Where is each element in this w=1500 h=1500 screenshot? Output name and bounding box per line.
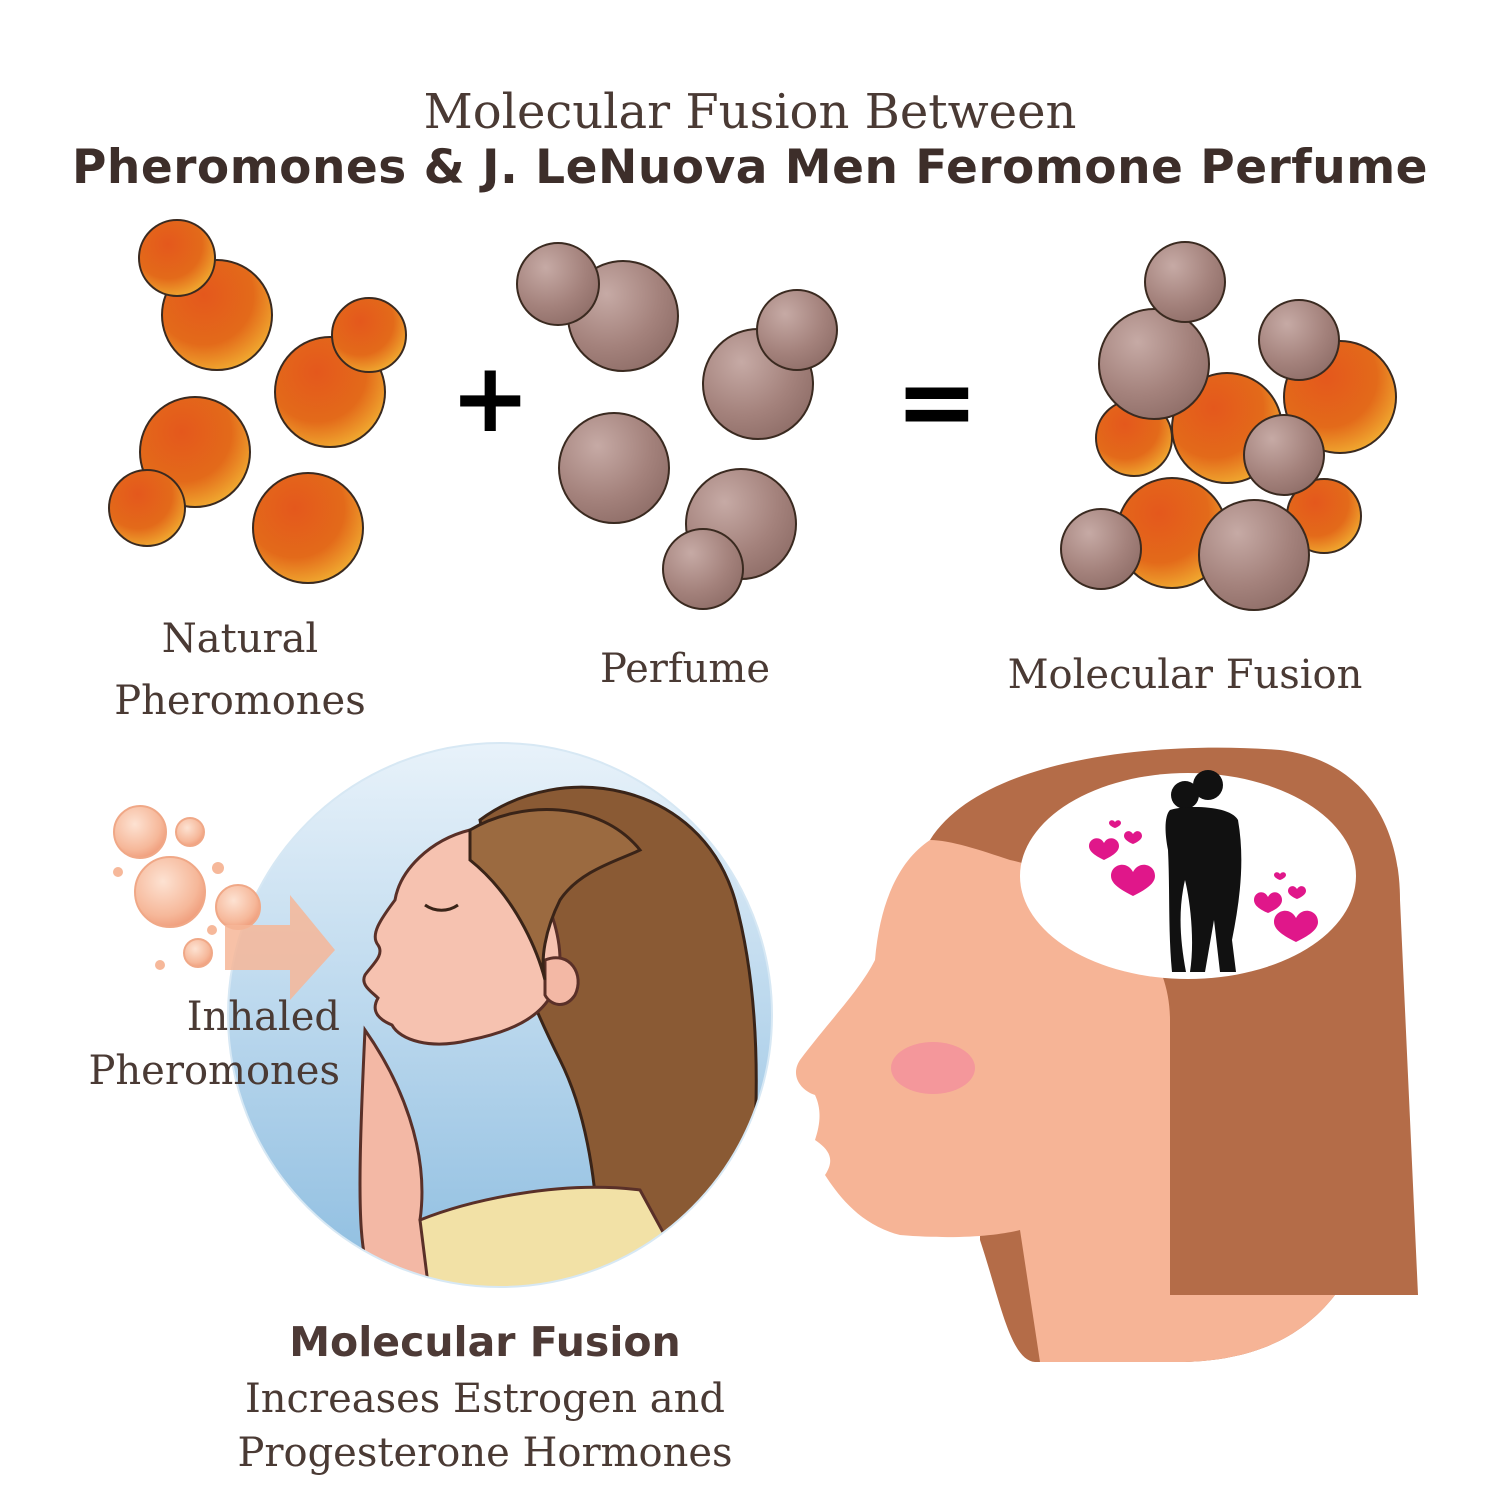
fusion-caption-heading: Molecular Fusion bbox=[289, 1318, 681, 1366]
equals-operator: = bbox=[895, 343, 979, 460]
fusion-caption-line-1: Increases Estrogen and bbox=[244, 1376, 726, 1422]
fused-molecules bbox=[1060, 241, 1397, 611]
title-line-2: Pheromones & J. LeNuova Men Feromone Per… bbox=[71, 140, 1429, 195]
natural-pheromones-label: Natural Pheromones bbox=[60, 606, 420, 734]
perfume-molecules bbox=[516, 242, 838, 610]
natural-label-line-2: Pheromones bbox=[114, 678, 366, 724]
inhaled-label-line-2: Pheromones bbox=[88, 1048, 340, 1094]
natural-label-line-1: Natural bbox=[161, 616, 319, 662]
inhaled-label-line-1: Inhaled bbox=[186, 994, 340, 1040]
title-line-1: Molecular Fusion Between bbox=[423, 84, 1077, 140]
inhale-arrow-icon bbox=[225, 895, 335, 1000]
fusion-caption-description: Increases Estrogen and Progesterone Horm… bbox=[150, 1372, 820, 1480]
plus-operator: + bbox=[450, 342, 531, 454]
embracing-couple-silhouette-icon bbox=[1165, 770, 1242, 972]
fusion-caption-line-2: Progesterone Hormones bbox=[237, 1430, 733, 1476]
perfume-label: Perfume bbox=[599, 646, 771, 692]
pheromone-bubbles bbox=[113, 805, 261, 970]
hearts-icon bbox=[1089, 820, 1318, 942]
inhaled-pheromones-label: Inhaled Pheromones bbox=[40, 990, 340, 1098]
natural-pheromone-molecules bbox=[108, 219, 407, 584]
molecular-fusion-label: Molecular Fusion bbox=[1007, 652, 1363, 698]
